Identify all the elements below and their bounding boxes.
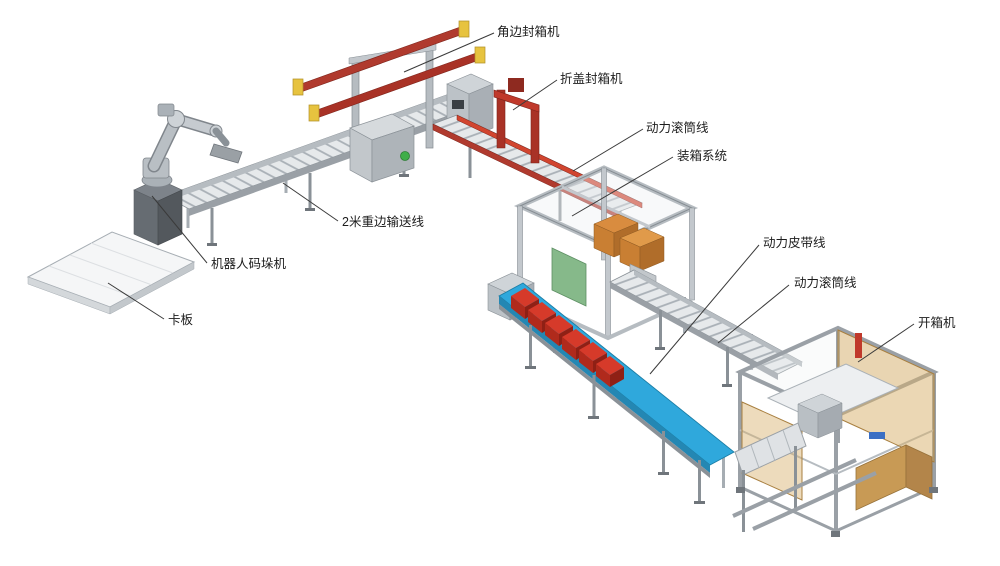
leader-pallet (107, 282, 165, 320)
leader-heavy-edge-conveyor (282, 182, 339, 222)
callouts (107, 32, 915, 375)
robot-palletizer-figure (134, 104, 242, 245)
red-boxes-on-belt (511, 288, 624, 387)
leader-power-roller-line-1 (572, 128, 644, 172)
label-case-packing-system: 装箱系统 (677, 148, 727, 163)
label-flap-sealer: 折盖封箱机 (560, 71, 623, 86)
case-erector-figure (732, 328, 938, 537)
belt-conveyor-figure (488, 273, 734, 504)
label-heavy-edge-conveyor: 2米重边输送线 (342, 214, 424, 229)
label-power-roller-line-1: 动力滚筒线 (646, 120, 709, 135)
leader-robot-palletizer (151, 195, 208, 264)
leader-flap-sealer (512, 79, 558, 111)
label-robot-palletizer: 机器人码垛机 (211, 256, 287, 271)
leader-case-erector (857, 323, 915, 363)
leader-power-belt-line (649, 244, 760, 375)
callout-labels: 角边封箱机 折盖封箱机 动力滚筒线 装箱系统 动力皮带线 动力滚筒线 开箱机 2… (168, 24, 956, 330)
leader-power-roller-line-2 (717, 284, 790, 344)
label-corner-sealer: 角边封箱机 (497, 24, 560, 39)
label-power-roller-line-2: 动力滚筒线 (794, 275, 857, 290)
flap-sealer-machine-figure (433, 78, 642, 249)
leader-corner-sealer (403, 32, 495, 73)
leader-case-packing-system (571, 156, 674, 217)
pallet-figure (28, 232, 194, 314)
label-case-erector: 开箱机 (918, 315, 956, 330)
corner-sealer-machine-figure (293, 21, 493, 182)
power-roller-line-2-figure (610, 270, 802, 387)
label-power-belt-line: 动力皮带线 (763, 236, 826, 250)
label-pallet: 卡板 (168, 313, 194, 327)
